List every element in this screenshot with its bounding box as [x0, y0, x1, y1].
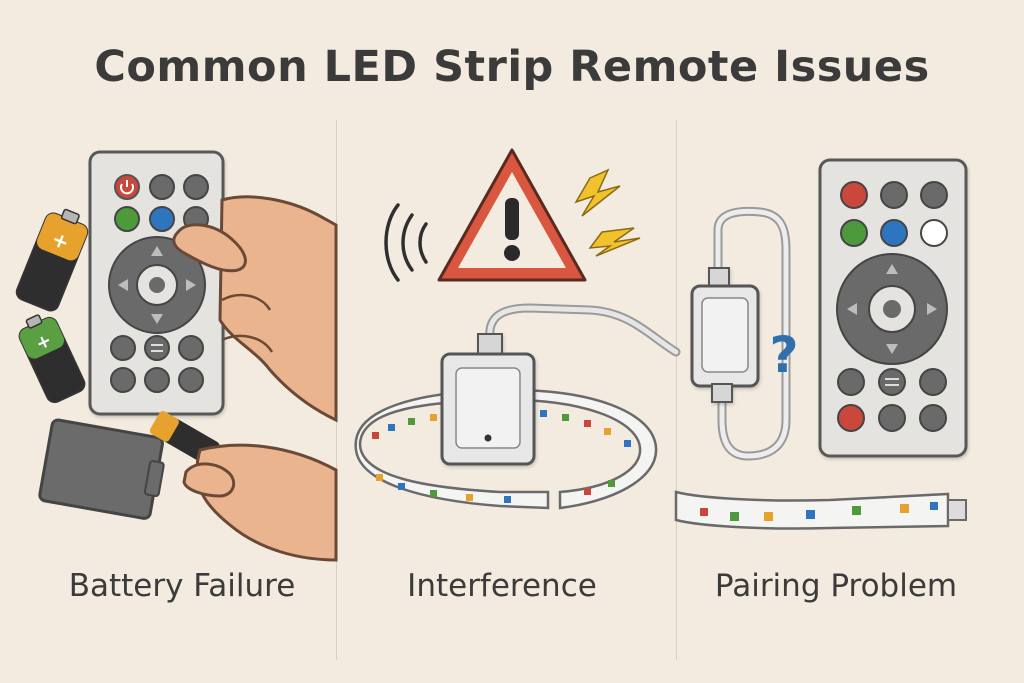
panel-divider-2 — [676, 120, 677, 660]
caption-battery-failure: Battery Failure — [68, 568, 296, 604]
remote-control-left — [88, 150, 225, 416]
led-controller-box — [440, 333, 536, 466]
signal-waves-icon — [384, 203, 428, 282]
battery-failure-illustration: + + — [15, 150, 338, 562]
lightning-icon — [574, 168, 641, 257]
battery-yellow: + — [15, 208, 89, 312]
hand-holding-remote — [172, 195, 338, 423]
caption-pairing-problem: Pairing Problem — [714, 568, 958, 604]
pairing-problem-illustration: ? — [674, 158, 968, 530]
battery-cover — [38, 418, 165, 520]
warning-triangle-icon — [437, 148, 587, 282]
hand-holding-battery — [149, 411, 338, 562]
page-title: Common LED Strip Remote Issues — [94, 42, 930, 92]
remote-control-right — [818, 158, 968, 458]
interference-illustration — [354, 148, 681, 510]
led-chips — [372, 410, 631, 503]
receiver-module — [690, 267, 760, 403]
question-mark-icon: ? — [769, 326, 798, 384]
caption-interference: Interference — [407, 568, 597, 604]
led-strip-ring — [354, 388, 658, 510]
battery-green: + — [18, 314, 86, 404]
led-strip-straight — [674, 490, 967, 530]
